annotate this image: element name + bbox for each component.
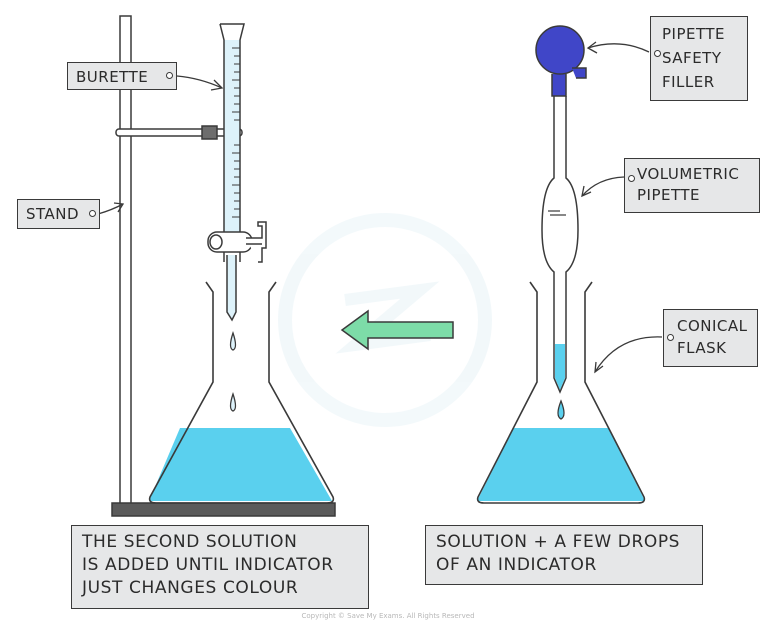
clamp-arm [115, 128, 243, 137]
right-caption: SOLUTION + A FEW DROPS OF AN INDICATOR [425, 525, 703, 585]
burette-graduations [232, 47, 240, 218]
flask-leader-head [594, 361, 604, 374]
volumetric-pipette [535, 25, 587, 394]
burette-tip [226, 255, 237, 322]
pipette-filler-label-pin [654, 50, 661, 57]
pipette-filler-valve [572, 67, 587, 79]
drop-2 [229, 391, 237, 412]
copyright-notice: Copyright © Save My Exams. All Rights Re… [301, 612, 475, 620]
left-flask-outline [148, 281, 335, 504]
leader-lines [97, 41, 663, 374]
filler-leader-head [586, 41, 598, 54]
volumetric-pipette-label: VOLUMETRIC PIPETTE [624, 158, 760, 213]
pipette-solution [555, 344, 565, 390]
burette-label: BURETTE [67, 62, 177, 90]
pipette-filler-bulb [535, 25, 585, 75]
right-flask-outline [476, 281, 646, 504]
drop-1 [229, 330, 237, 351]
burette-leader-head [210, 79, 224, 91]
pipette-filler-label-line-3: FILLER [662, 73, 715, 91]
stand-leader-head [113, 202, 125, 213]
clamp-boss [201, 125, 218, 140]
left-caption-line-2: IS ADDED UNTIL INDICATOR [82, 555, 334, 575]
conical-flask-label: CONICAL FLASK [663, 309, 758, 367]
left-caption-line-1: THE SECOND SOLUTION [82, 532, 298, 552]
burette [207, 23, 267, 322]
burette-tap [207, 221, 267, 263]
burette-leader [176, 75, 223, 89]
burette-body [219, 23, 245, 262]
stand-label: STAND [17, 199, 100, 229]
left-caption: THE SECOND SOLUTION IS ADDED UNTIL INDIC… [71, 525, 369, 609]
stand [111, 15, 336, 517]
transfer-arrow [340, 309, 454, 351]
pipette-leader [581, 176, 625, 197]
burette-label-text: BURETTE [76, 68, 149, 86]
stand-label-text: STAND [26, 205, 80, 223]
volumetric-pipette-label-line-2: PIPETTE [637, 186, 701, 204]
burette-liquid [224, 40, 240, 250]
right-caption-line-2: OF AN INDICATOR [436, 555, 597, 575]
stand-label-pin [89, 210, 96, 217]
pipette-filler-label-line-2: SAFETY [662, 49, 722, 67]
conical-flask-label-line-1: CONICAL [677, 317, 748, 335]
pipette-body [541, 96, 579, 394]
watermark-logo [278, 213, 492, 427]
pipette-filler-label-line-1: PIPETTE [662, 25, 726, 43]
pipette-filler-neck [551, 74, 567, 97]
conical-flask-label-pin [667, 334, 674, 341]
burette-label-pin [166, 72, 173, 79]
volumetric-pipette-label-pin [628, 175, 635, 182]
left-flask-solution [149, 428, 332, 501]
right-conical-flask [476, 281, 646, 504]
left-conical-flask [148, 281, 335, 504]
flask-leader [594, 336, 663, 373]
pipette-filler-label: PIPETTE SAFETY FILLER [650, 16, 748, 101]
conical-flask-label-line-2: FLASK [677, 339, 727, 357]
stand-leader [97, 203, 124, 215]
filler-leader [587, 43, 650, 53]
left-caption-line-3: JUST CHANGES COLOUR [82, 578, 299, 598]
pipette-leader-head [581, 185, 592, 198]
right-drop [557, 399, 565, 420]
stand-base [111, 502, 336, 517]
right-caption-line-1: SOLUTION + A FEW DROPS [436, 532, 681, 552]
volumetric-pipette-label-line-1: VOLUMETRIC [637, 165, 740, 183]
right-flask-solution [477, 428, 645, 501]
